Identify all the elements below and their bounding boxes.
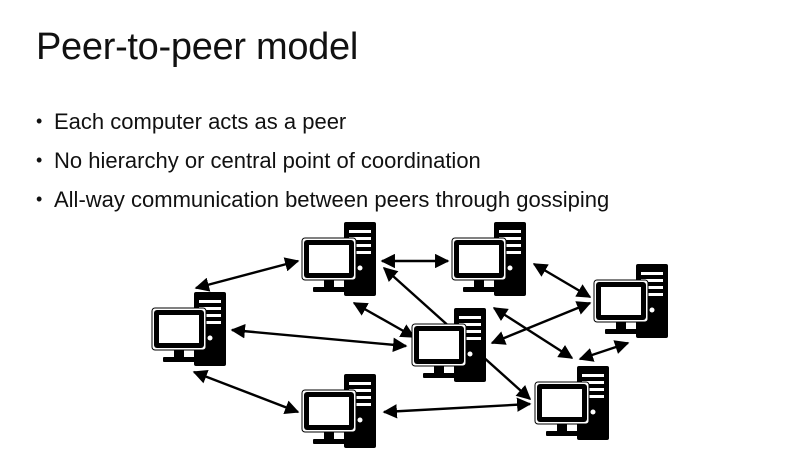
bullet-icon: •: [36, 111, 43, 131]
bullet-item: • All-way communication between peers th…: [36, 180, 609, 219]
edge-peer-1-peer-2: [194, 257, 300, 292]
slide-title: Peer-to-peer model: [36, 26, 358, 68]
edge-peer-5-peer-7: [578, 340, 630, 362]
bullet-text: Each computer acts as a peer: [54, 109, 347, 134]
computer-icon: [411, 307, 487, 383]
computer-icon: [534, 365, 610, 441]
edge-peer-1-peer-4: [230, 324, 408, 352]
computer-icon: [151, 291, 227, 367]
bullet-text: All-way communication between peers thro…: [54, 187, 610, 212]
computer-icon: [593, 263, 669, 339]
edge-peer-2-peer-4: [352, 301, 416, 339]
computer-icon: [301, 373, 377, 449]
bullet-icon: •: [36, 189, 43, 209]
bullet-list: • Each computer acts as a peer • No hier…: [36, 102, 609, 219]
bullet-item: • Each computer acts as a peer: [36, 102, 609, 141]
edge-peer-3-peer-7: [492, 306, 574, 360]
computer-icon: [451, 221, 527, 297]
bullet-icon: •: [36, 150, 43, 170]
bullet-text: No hierarchy or central point of coordin…: [54, 148, 481, 173]
edge-peer-1-peer-6: [192, 369, 300, 415]
edge-peer-6-peer-7: [382, 397, 532, 419]
bullet-item: • No hierarchy or central point of coord…: [36, 141, 609, 180]
edge-peer-3-peer-5: [532, 262, 592, 299]
computer-icon: [301, 221, 377, 297]
diagram-edges: [192, 253, 630, 419]
